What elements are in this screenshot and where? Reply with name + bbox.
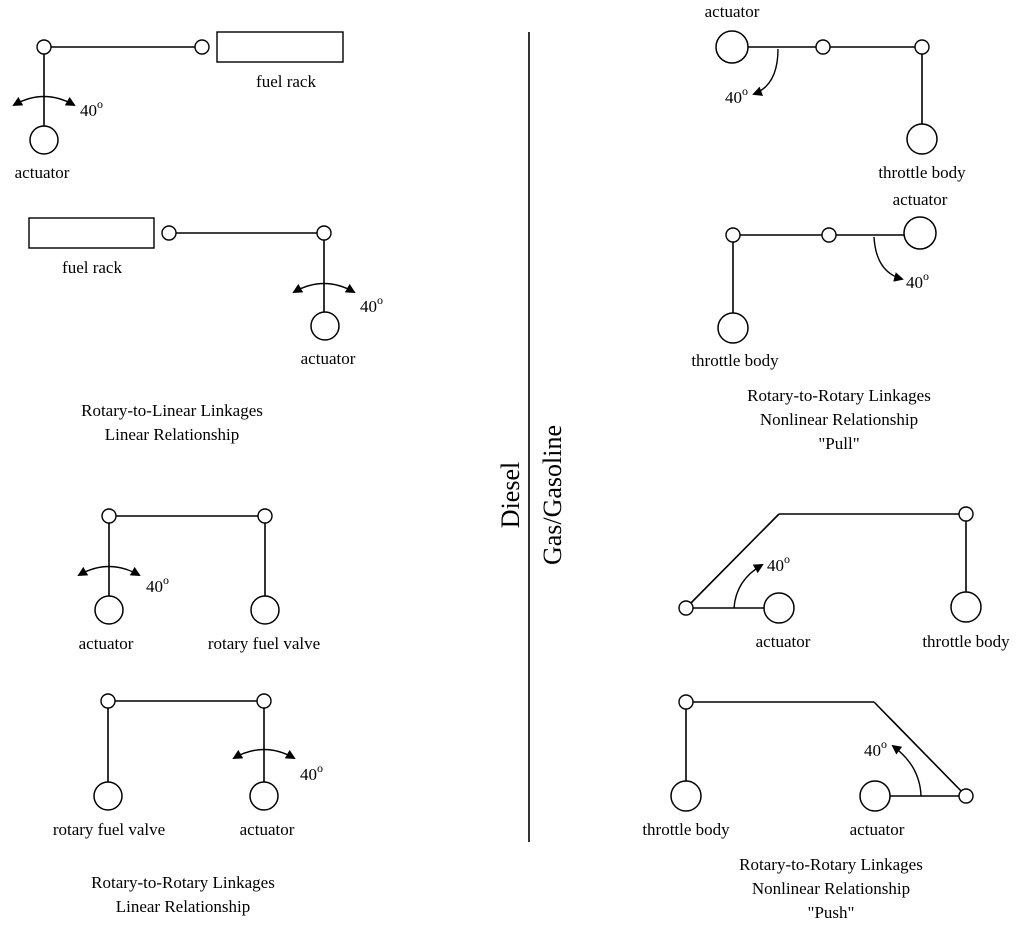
pivot [36, 39, 52, 55]
rotation-arrow [232, 748, 296, 759]
throttle-body-label: throttle body [878, 163, 966, 182]
rotation-arrow [292, 282, 356, 293]
diesel-rotary-linear-linkage-2: 40o fuel rack actuator [28, 217, 383, 368]
pivot [100, 693, 116, 709]
pivot [316, 225, 332, 241]
pivot [161, 225, 177, 241]
pivot [815, 39, 831, 55]
rotation-arrow [752, 48, 779, 96]
rotary-fuel-valve-label: rotary fuel valve [208, 634, 320, 653]
caption-push-line-3: "Push" [808, 903, 855, 922]
pivot [821, 227, 837, 243]
throttle-body-label: throttle body [691, 351, 779, 370]
caption-pull-line-1: Rotary-to-Rotary Linkages [747, 386, 931, 405]
actuator-label: actuator [893, 190, 948, 209]
actuator-label: actuator [705, 2, 760, 21]
throttle-body-1 [906, 123, 938, 155]
rotary-fuel-valve-label: rotary fuel valve [53, 820, 165, 839]
gas-rotary-rotary-pull-linkage-2: 40o actuator throttle body [691, 190, 947, 370]
rotary-fuel-valve-2 [93, 781, 123, 811]
rotation-arrow [77, 565, 141, 576]
pivot [725, 227, 741, 243]
angle-label: 40o [767, 552, 790, 575]
rotation-arrow [733, 564, 764, 609]
diesel-rotary-rotary-linkage-2: 40o rotary fuel valve actuator [53, 693, 323, 839]
caption-rotary-rotary-linear-line-2: Linear Relationship [116, 897, 251, 916]
gas-rotary-rotary-push-linkage-2: 40o throttle body actuator [642, 694, 974, 839]
pivot [101, 508, 117, 524]
angle-label: 40o [864, 737, 887, 760]
caption-rotary-rotary-linear-line-1: Rotary-to-Rotary Linkages [91, 873, 275, 892]
angle-label: 40o [906, 269, 929, 292]
throttle-body-label: throttle body [642, 820, 730, 839]
throttle-body-label: throttle body [922, 632, 1010, 651]
rotation-arrow [891, 744, 922, 797]
actuator-1 [29, 125, 59, 155]
gas-rotary-rotary-push-linkage-1: 40o actuator throttle body [678, 506, 1010, 651]
fuel-rack-label: fuel rack [256, 72, 316, 91]
rotary-fuel-valve-1 [250, 595, 280, 625]
angle-label: 40o [360, 293, 383, 316]
rotation-arrow [12, 95, 76, 106]
caption-push-line-1: Rotary-to-Rotary Linkages [739, 855, 923, 874]
pivot [256, 693, 272, 709]
actuator-2 [310, 311, 340, 341]
actuator-label: actuator [15, 163, 70, 182]
angle-label: 40o [146, 573, 169, 596]
fuel-rack-label: fuel rack [62, 258, 122, 277]
actuator-5 [715, 30, 749, 64]
pivot [678, 600, 694, 616]
rotation-arrow [873, 236, 904, 282]
actuator-label: actuator [756, 632, 811, 651]
pivot [958, 506, 974, 522]
gas-rotary-rotary-pull-linkage-1: 40o actuator throttle body [705, 2, 967, 182]
caption-rotary-linear-line-2: Linear Relationship [105, 425, 240, 444]
angle-label: 40o [300, 761, 323, 784]
actuator-label: actuator [79, 634, 134, 653]
pivot [257, 508, 273, 524]
fuel-rack-2 [28, 217, 155, 249]
caption-rotary-linear-line-1: Rotary-to-Linear Linkages [81, 401, 263, 420]
pivot [914, 39, 930, 55]
fuel-rack-1 [216, 31, 344, 63]
gas-side-label: Gas/Gasoline [538, 425, 567, 565]
pivot [958, 788, 974, 804]
diesel-side-label: Diesel [496, 462, 525, 528]
throttle-body-4 [670, 780, 702, 812]
actuator-8 [859, 780, 891, 812]
pivot [194, 39, 210, 55]
angle-label: 40o [80, 97, 103, 120]
angle-label: 40o [725, 84, 748, 107]
caption-pull-line-2: Nonlinear Relationship [760, 410, 918, 429]
diesel-rotary-rotary-linkage-1: 40o actuator rotary fuel valve [77, 508, 320, 653]
actuator-7 [763, 592, 795, 624]
throttle-body-3 [950, 591, 982, 623]
actuator-label: actuator [240, 820, 295, 839]
actuator-3 [94, 595, 124, 625]
pivot [678, 694, 694, 710]
throttle-body-2 [717, 312, 749, 344]
actuator-label: actuator [850, 820, 905, 839]
caption-pull-line-3: "Pull" [818, 434, 859, 453]
caption-push-line-2: Nonlinear Relationship [752, 879, 910, 898]
actuator-4 [249, 781, 279, 811]
actuator-6 [903, 216, 937, 250]
actuator-label: actuator [301, 349, 356, 368]
diesel-rotary-linear-linkage-1: 40o fuel rack actuator [12, 31, 344, 182]
